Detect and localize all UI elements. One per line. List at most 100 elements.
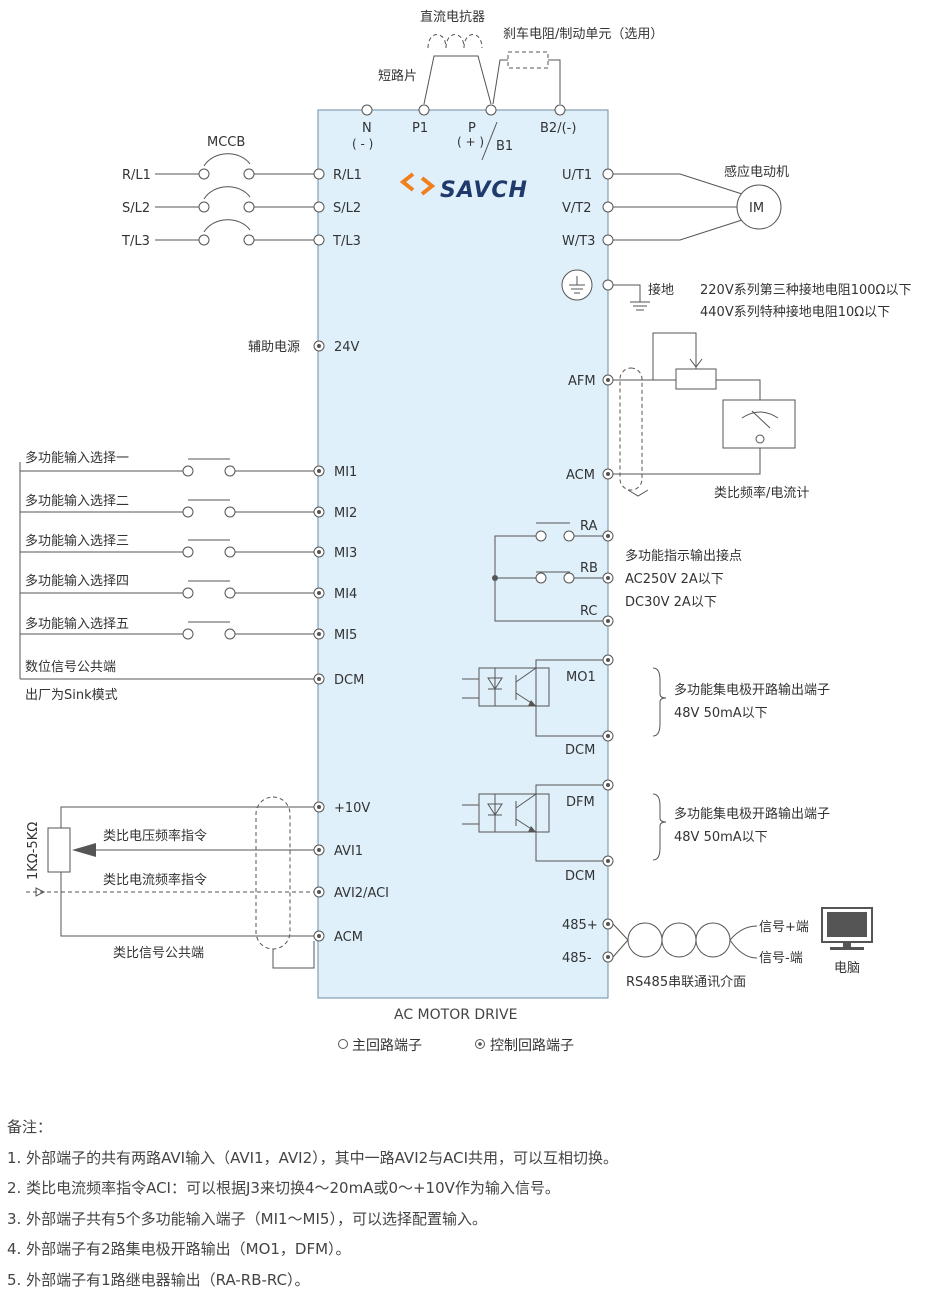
notes-title: 备注：: [7, 1118, 53, 1136]
aux-label: 辅助电源: [248, 340, 300, 355]
terminal-p1-label: P1: [412, 121, 428, 136]
terminal-mi4-label: MI4: [334, 587, 357, 602]
dfm-spec: 48V 50mA以下: [674, 830, 768, 845]
terminal-mi5-label: MI5: [334, 628, 357, 643]
dfm-output: DFM DCM 多功能集电极开路输出端子 48V 50mA以下: [462, 779, 830, 884]
terminal-s[interactable]: [313, 201, 325, 213]
logo-text: SAVCH: [440, 178, 528, 203]
sig-plus-label: 信号+端: [759, 920, 809, 935]
terminal-mi2-label: MI2: [334, 506, 357, 521]
terminal-dcm-dfm-label: DCM: [565, 869, 595, 884]
mi1-label: 多功能输入选择一: [25, 450, 129, 466]
multi-inputs: 多功能输入选择一 MI1 多功能输入选择二 MI2 多功能输入选择三 MI3 多…: [19, 450, 364, 703]
terminal-p-sign: ( + ): [457, 135, 484, 149]
mo1-title: 多功能集电极开路输出端子: [674, 682, 830, 698]
mo1-spec: 48V 50mA以下: [674, 706, 768, 721]
note-item: 4. 外部端子有2路集电极开路输出（MO1，DFM）。: [7, 1240, 351, 1258]
terminal-485m-label: 485-: [562, 951, 592, 966]
motor-symbol-text: IM: [749, 201, 764, 216]
sink-mode-note: 出厂为Sink模式: [25, 688, 118, 703]
terminal-mi3-label: MI3: [334, 546, 357, 561]
terminal-s-label: S/L2: [333, 201, 361, 216]
terminal-24v-label: 24V: [334, 340, 360, 355]
terminal-dcm-mo1-label: DCM: [565, 743, 595, 758]
mi3-label: 多功能输入选择三: [25, 533, 129, 549]
aux-power: 辅助电源 24V: [248, 340, 360, 355]
terminal-acm-label: ACM: [334, 930, 363, 945]
input-power: MCCB R/L1 S/L2 T/L3 R/L1 S/L2 T/L3: [121, 135, 362, 249]
mi2-label: 多功能输入选择二: [25, 493, 129, 509]
line-s: S/L2: [122, 201, 150, 216]
ground-note-1: 220V系列第三种接地电阻100Ω以下: [700, 282, 911, 298]
notes-section: 备注： 1. 外部端子的共有两路AVI输入（AVI1，AVI2），其中一路AVI…: [7, 1112, 907, 1295]
brake-resistor: [507, 51, 549, 69]
shorting-bar-label: 短路片: [378, 68, 417, 84]
dfm-title: 多功能集电极开路输出端子: [674, 806, 830, 822]
opto-coupler-mo1: [478, 667, 550, 707]
terminal-v[interactable]: [602, 201, 614, 213]
terminal-p[interactable]: [485, 104, 497, 116]
relay-spec-1: AC250V 2A以下: [625, 572, 724, 587]
drive-body: [317, 109, 609, 999]
note-item: 2. 类比电流频率指令ACI：可以根据J3来切换4～20mA或0～+10V作为输…: [7, 1179, 560, 1197]
legend: 主回路端子 控制回路端子: [338, 1038, 574, 1054]
terminal-mi1-label: MI1: [334, 465, 357, 480]
terminal-10v-label: +10V: [334, 801, 370, 816]
motor-output: U/T1 V/T2 W/T3 IM 感应电动机: [562, 164, 789, 249]
savch-logo: SAVCH: [399, 172, 528, 203]
opto-coupler-dfm: [478, 793, 550, 833]
pc-label: 电脑: [834, 961, 860, 976]
terminal-n-sign: ( - ): [352, 137, 373, 151]
sig-minus-label: 信号-端: [759, 951, 803, 966]
line-r: R/L1: [122, 168, 151, 183]
wiring-diagram: 直流电抗器 刹车电阻/制动单元（选用） 短路片 N ( - ) P1 P ( +…: [19, 10, 911, 1054]
terminal-dcm-label: DCM: [334, 673, 364, 688]
terminal-n[interactable]: [361, 104, 373, 116]
analog-output: AFM ACM 类比频率/电流计: [566, 332, 809, 501]
terminal-w-label: W/T3: [562, 234, 595, 249]
potentiometer: [675, 368, 717, 390]
terminal-n-label: N: [362, 121, 372, 136]
terminal-485p-label: 485+: [562, 918, 598, 933]
mi4-label: 多功能输入选择四: [25, 573, 129, 589]
input-potentiometer: [47, 827, 71, 873]
meter-label: 类比频率/电流计: [714, 485, 809, 501]
terminal-r[interactable]: [313, 168, 325, 180]
dc-reactor-label: 直流电抗器: [420, 10, 485, 25]
mccb-label: MCCB: [207, 135, 245, 150]
terminal-t[interactable]: [313, 234, 325, 246]
motor-symbol: [736, 184, 782, 230]
note-item: 3. 外部端子共有5个多功能输入端子（MI1～MI5），可以选择配置输入。: [7, 1209, 487, 1228]
terminal-u[interactable]: [602, 168, 614, 180]
terminal-dfm-label: DFM: [566, 795, 595, 810]
terminal-w[interactable]: [602, 234, 614, 246]
mo1-output: MO1 DCM 多功能集电极开路输出端子 48V 50mA以下: [462, 654, 830, 758]
terminal-b2-label: B2/(-): [540, 121, 576, 136]
terminal-v-label: V/T2: [562, 201, 592, 216]
brake-label: 刹车电阻/制动单元（选用）: [503, 26, 663, 42]
terminal-avi1-label: AVI1: [334, 844, 363, 859]
relay-spec-2: DC30V 2A以下: [625, 595, 717, 610]
computer-icon: [821, 907, 873, 950]
terminal-afm-label: AFM: [568, 374, 596, 389]
terminal-b1-label: B1: [496, 139, 513, 154]
terminal-p-label: P: [468, 121, 476, 136]
terminal-u-label: U/T1: [562, 168, 592, 183]
motor-title: 感应电动机: [724, 164, 789, 180]
dc-reactor-coil: [427, 34, 483, 49]
line-t: T/L3: [121, 234, 150, 249]
analog-input: +10V AVI1 AVI2/ACI ACM 1KΩ-5KΩ 类比电压频率指令 …: [26, 796, 389, 969]
terminal-b2[interactable]: [554, 104, 566, 116]
terminal-rc-label: RC: [580, 604, 597, 619]
terminal-p1[interactable]: [418, 104, 430, 116]
relay-output: RA RB RC 多功能指示输出接点 AC250V 2A以下 DC30V 2A以…: [492, 519, 742, 627]
relay-title: 多功能指示输出接点: [625, 548, 742, 564]
analog-common-label: 类比信号公共端: [113, 946, 204, 961]
ground-section: 接地 220V系列第三种接地电阻100Ω以下 440V系列特种接地电阻10Ω以下: [561, 269, 911, 320]
brake-wire: [492, 59, 508, 105]
legend-control: 控制回路端子: [490, 1038, 574, 1054]
v-cmd-label: 类比电压频率指令: [103, 828, 207, 844]
power-terminals: N ( - ) P1 P ( + ) B1 B2/(-): [352, 104, 576, 161]
terminal-ground[interactable]: [602, 279, 614, 291]
legend-main: 主回路端子: [352, 1038, 422, 1054]
